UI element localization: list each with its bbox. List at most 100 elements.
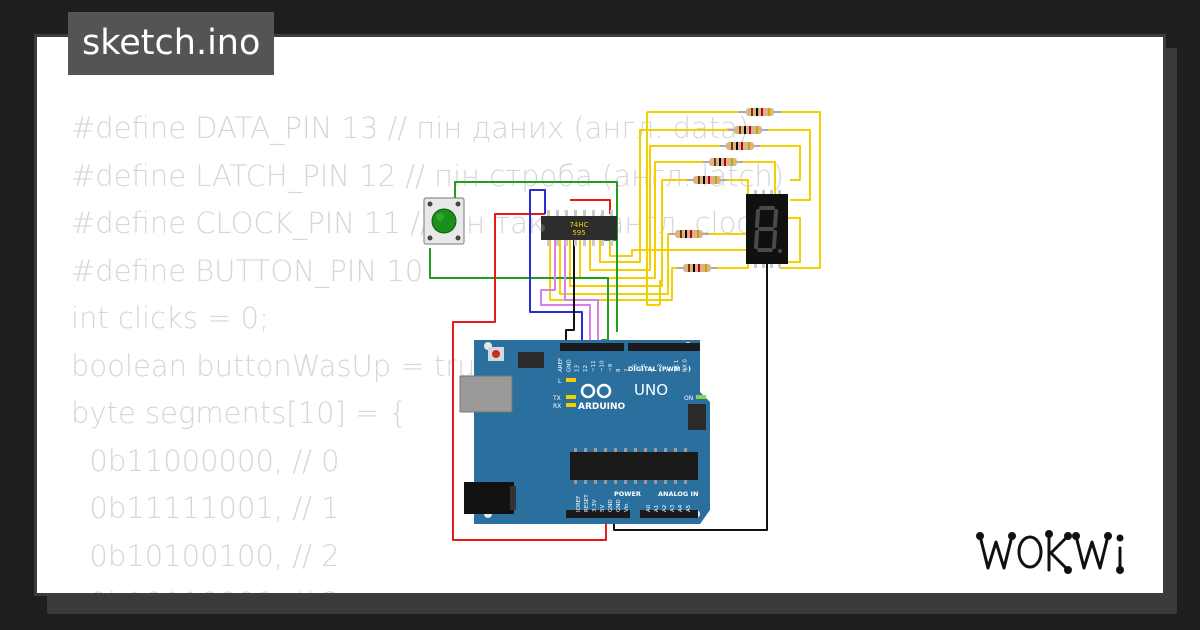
pin-label: A3 (670, 504, 676, 512)
digital-header (560, 343, 624, 351)
pin-label: GND (566, 359, 572, 372)
wire-red (452, 228, 607, 541)
red-wires (452, 199, 611, 541)
pin-label: ~9 (608, 363, 614, 372)
wire-yellow (740, 161, 776, 195)
code-line: 0b10100100, // 2 (71, 538, 340, 573)
pin-label: 12 (583, 365, 589, 372)
arduino-infinity-logo (580, 383, 612, 399)
pin-label: ~10 (600, 360, 606, 372)
resistor (728, 126, 768, 134)
wire-yellow (589, 145, 724, 271)
code-line: byte segments[10] = { (71, 396, 408, 430)
wokwi-logo (976, 530, 1124, 574)
pin-label: 13 (575, 365, 581, 372)
resistors[interactable] (669, 108, 782, 272)
resistor (669, 230, 709, 238)
pin-label: ~3 (658, 363, 664, 372)
wire-yellow (762, 129, 811, 201)
seven-segment-display[interactable] (746, 190, 788, 268)
board-brand-label: ARDUINO (578, 402, 626, 412)
code-line: 0b11111001, // 1 (71, 491, 340, 525)
led-label-rx: RX (553, 403, 561, 410)
pin-label: 8 (616, 368, 622, 372)
wire-yellow (549, 240, 680, 301)
analog-section-label: ANALOG IN (658, 490, 698, 498)
wire-red (570, 199, 611, 214)
wire-black (565, 240, 575, 348)
board-model-label: UNO (634, 381, 668, 399)
code-line: 0b10110000, // 3 (71, 580, 784, 593)
power-jack (464, 482, 514, 514)
on-led-label: ON (684, 395, 693, 402)
resistor (687, 176, 727, 184)
wire-yellow (579, 161, 707, 279)
violet-wires (540, 240, 599, 348)
wire-yellow (599, 129, 735, 263)
digital-section-label: DIGITAL (PWM ~) (628, 365, 691, 373)
wire-yellow (754, 145, 801, 181)
blue-wires (529, 189, 583, 348)
wire-violet (564, 240, 599, 348)
pin-label: RESET (584, 494, 590, 512)
shift-register-chip[interactable]: 74HC 595 (541, 210, 617, 246)
wire-yellow (725, 179, 749, 196)
pin-label: Vin (624, 503, 630, 512)
resistor (677, 264, 717, 272)
pin-label: A5 (686, 504, 692, 512)
wire-yellow (569, 179, 690, 287)
yellow-wires (549, 111, 821, 306)
pin-label: GND (616, 499, 622, 512)
wire-yellow (780, 111, 821, 269)
pin-label: IOREF (576, 496, 582, 512)
resistor (720, 142, 760, 150)
pin-label: ~5 (641, 363, 647, 372)
preview-card: #define DATA_PIN 13 // пін даних (англ. … (34, 34, 1166, 596)
digit-segments (754, 206, 778, 252)
pin-label: ~11 (591, 360, 597, 372)
chip-label-line1: 74HC (569, 221, 588, 229)
pin-label: AREF (558, 358, 564, 372)
button-cap (431, 208, 457, 234)
wire-yellow (786, 217, 801, 263)
code-line: boolean buttonWasUp = true; (71, 348, 504, 383)
pin-label: TX 1 (674, 360, 680, 373)
wire-yellow (609, 232, 746, 257)
wire-blue (529, 189, 583, 348)
pin-label: 2 (666, 369, 672, 373)
pin-label: ~6 (633, 363, 639, 372)
code-line: #define LATCH_PIN 12 // пін строба (англ… (71, 158, 785, 193)
led-label-l: L (558, 378, 562, 385)
code-line: int clicks = 0; (71, 301, 269, 335)
resistor (738, 108, 782, 116)
push-button[interactable] (423, 197, 465, 245)
code-line: #define DATA_PIN 13 // пін даних (англ. … (71, 111, 750, 145)
led-label-tx: TX (552, 395, 561, 402)
pin-label: 4 (649, 368, 655, 372)
wire-yellow (646, 112, 660, 306)
pin-label: A2 (662, 505, 668, 512)
pin-label: A0 (646, 504, 652, 512)
pin-label: 5V (600, 505, 606, 512)
wire-red (494, 213, 545, 228)
pin-label: RX 0 (683, 359, 689, 372)
pin-label: A1 (654, 505, 660, 512)
pin-label: 3.3V (592, 499, 598, 512)
atmega-chip (570, 452, 698, 480)
usb-port (459, 375, 513, 413)
chip-label-line2: 595 (572, 229, 585, 237)
wire-yellow (715, 258, 749, 269)
sketch-filename-tab[interactable]: sketch.ino (68, 12, 275, 75)
wires (429, 111, 821, 541)
pin-label: 7 (624, 368, 630, 372)
pin-label: A4 (678, 504, 684, 512)
resistor (703, 158, 743, 166)
wire-violet (540, 240, 591, 348)
code-line: 0b11000000, // 0 (71, 443, 340, 478)
power-section-label: POWER (614, 490, 641, 498)
arduino-uno-board[interactable]: UNO ARDUINO DIGITAL (PWM ~) POWER ANALOG… (459, 340, 710, 524)
